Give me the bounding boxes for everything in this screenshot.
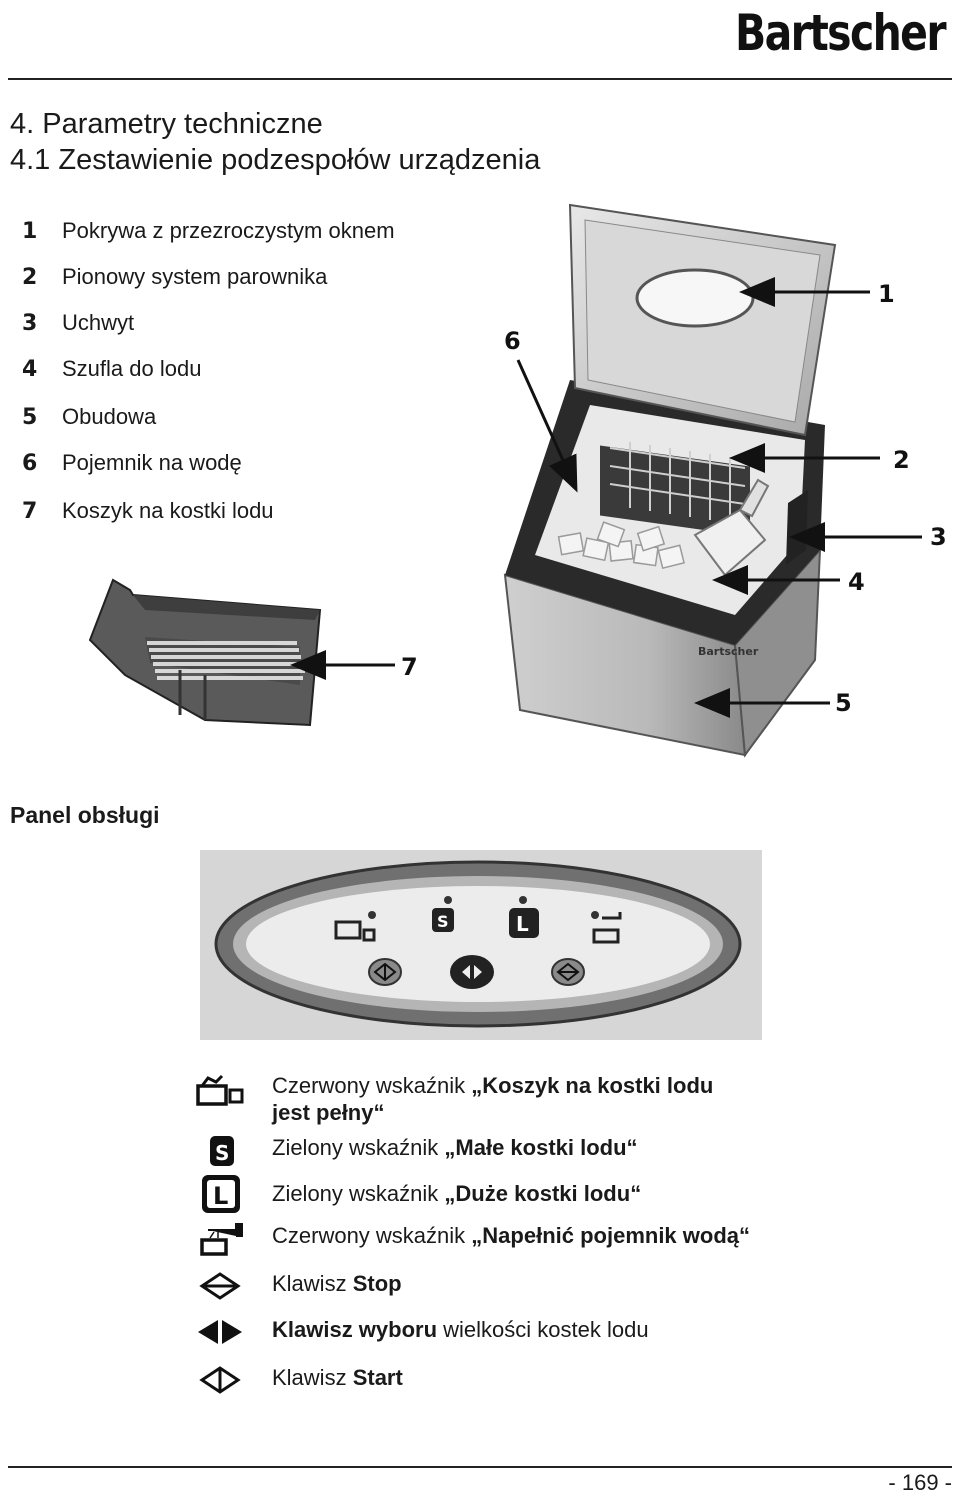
parts-list-item: 7 Koszyk na kostki lodu xyxy=(22,498,274,524)
part-number: 4 xyxy=(22,357,38,382)
legend-row: Klawisz Start xyxy=(196,1364,896,1400)
part-label: Pojemnik na wodę xyxy=(62,450,242,475)
footer-rule xyxy=(8,1466,952,1468)
evaporator-grid xyxy=(600,442,750,537)
small-cubes-s-icon: S xyxy=(210,1136,234,1166)
legend-text: Zielony wskaźnik „Małe kostki lodu“ xyxy=(272,1135,638,1160)
legend-text: Klawisz wyboru wielkości kostek lodu xyxy=(272,1317,649,1342)
legend-text: Czerwony wskaźnik „Koszyk na kostki lodu… xyxy=(272,1073,714,1125)
svg-text:S: S xyxy=(215,1141,229,1165)
housing-brand: Bartscher xyxy=(698,645,759,658)
page-number: - 169 - xyxy=(888,1470,952,1495)
ice-basket-illustration xyxy=(88,578,322,727)
part-label: Koszyk na kostki lodu xyxy=(62,498,274,523)
panel-s-icon xyxy=(432,908,454,932)
control-panel-photo: S L xyxy=(200,850,762,1040)
basket-holes xyxy=(147,641,305,680)
large-cubes-l-icon: L xyxy=(202,1175,240,1213)
legend-row: S Zielony wskaźnik „Małe kostki lodu“ xyxy=(196,1134,896,1170)
legend-row: Czerwony wskaźnik „Koszyk na kostki lodu… xyxy=(196,1072,896,1128)
legend-row: L Zielony wskaźnik „Duże kostki lodu“ xyxy=(196,1174,896,1214)
parts-list-item: 2 Pionowy system parownika xyxy=(22,264,327,290)
panel-basket-icon xyxy=(334,920,362,940)
part-number: 6 xyxy=(22,451,38,476)
callout-label-7: 7 xyxy=(401,653,418,681)
callout-arrows xyxy=(290,277,922,718)
part-label: Pionowy system parownika xyxy=(62,264,328,289)
callout-label-6: 6 xyxy=(504,327,521,355)
start-key-icon xyxy=(199,1366,241,1394)
callout-label-4: 4 xyxy=(848,568,865,596)
ice-maker-illustration: Bartscher xyxy=(503,203,837,758)
svg-text:L: L xyxy=(213,1182,228,1210)
legend-text: Klawisz Stop xyxy=(272,1271,402,1296)
part-number: 5 xyxy=(22,405,38,430)
callout-label-2: 2 xyxy=(893,446,910,474)
legend-row: Klawisz Stop xyxy=(196,1270,896,1306)
legend-row: Klawisz wyboru wielkości kostek lodu xyxy=(196,1316,896,1352)
part-label: Szufla do lodu xyxy=(62,356,202,381)
scoop-handle xyxy=(738,478,770,518)
panel-l-icon xyxy=(509,908,539,938)
brand-logo: Bartscher xyxy=(735,4,947,62)
parts-list-item: 4 Szufla do lodu xyxy=(22,356,201,382)
ice-scoop xyxy=(693,508,767,577)
callout-label-3: 3 xyxy=(930,523,947,551)
part-number: 2 xyxy=(22,265,38,290)
basket-full-icon xyxy=(196,1074,244,1106)
part-number: 7 xyxy=(22,499,38,524)
parts-list-item: 5 Obudowa xyxy=(22,404,156,430)
legend-text: Klawisz Start xyxy=(272,1365,403,1390)
panel-water-icon xyxy=(592,912,622,944)
part-label: Uchwyt xyxy=(62,310,135,335)
parts-list-item: 3 Uchwyt xyxy=(22,310,134,336)
fill-water-icon xyxy=(200,1223,243,1256)
legend-text: Zielony wskaźnik „Duże kostki lodu“ xyxy=(272,1181,642,1206)
header-rule xyxy=(8,78,952,80)
callout-line-6 xyxy=(516,359,578,493)
part-number: 1 xyxy=(22,219,38,244)
part-label: Obudowa xyxy=(62,404,157,429)
panel-title: Panel obsługi xyxy=(10,802,160,828)
select-key-icon xyxy=(198,1320,242,1344)
part-number: 3 xyxy=(22,311,38,336)
ice-cubes xyxy=(557,521,685,570)
section-title: 4. Parametry techniczne xyxy=(10,108,323,140)
stop-key-icon xyxy=(199,1272,241,1300)
panel-select-button[interactable] xyxy=(450,955,494,989)
parts-list-item: 6 Pojemnik na wodę xyxy=(22,450,242,476)
callout-label-1: 1 xyxy=(878,280,895,308)
svg-text:L: L xyxy=(516,912,529,936)
parts-list-item: 1 Pokrywa z przezroczystym oknem xyxy=(22,218,395,244)
part-label: Pokrywa z przezroczystym oknem xyxy=(62,218,395,243)
svg-text:S: S xyxy=(437,912,449,931)
section-subtitle: 4.1 Zestawienie podzespołów urządzenia xyxy=(10,144,541,176)
legend-row: Czerwony wskaźnik „Napełnić pojemnik wod… xyxy=(196,1222,896,1258)
callout-label-5: 5 xyxy=(835,689,852,717)
legend-text: Czerwony wskaźnik „Napełnić pojemnik wod… xyxy=(272,1223,750,1248)
